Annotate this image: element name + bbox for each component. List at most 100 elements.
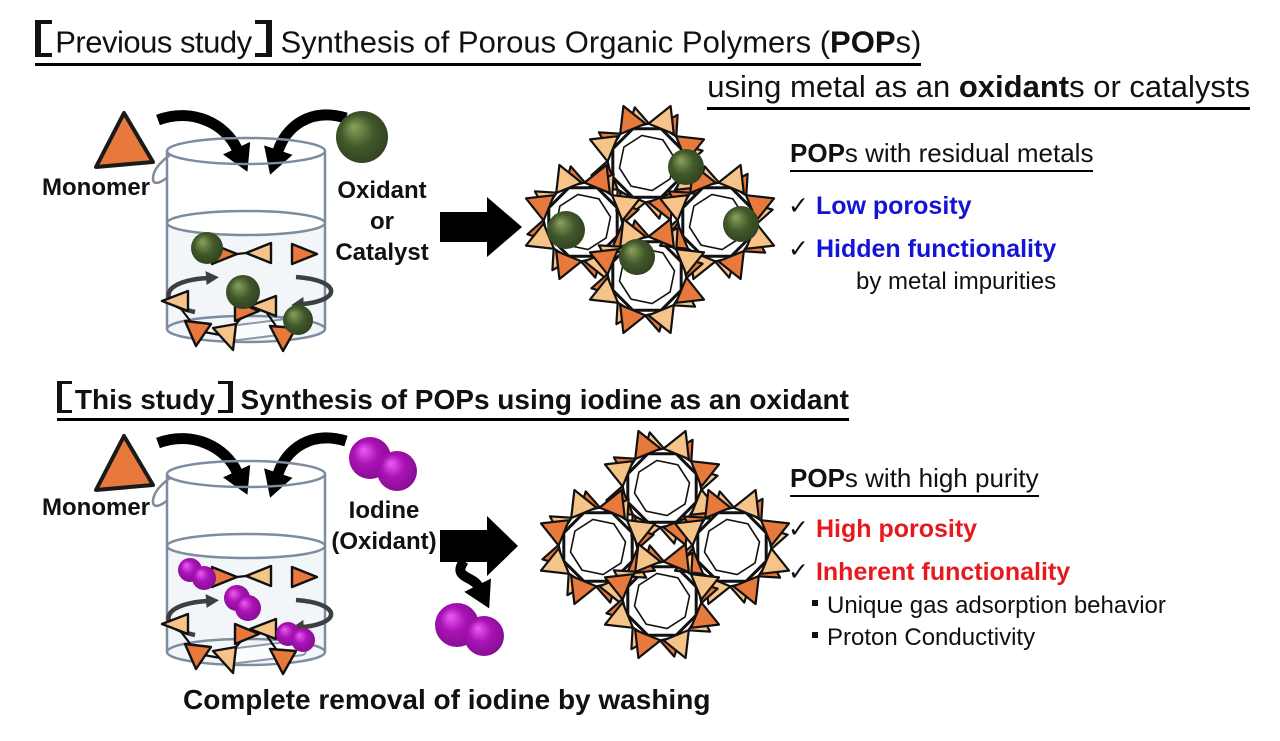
network-triangle-icon (704, 488, 732, 520)
title-text: Synthesis of Porous Organic Polymers ( (271, 24, 831, 60)
network-triangle-icon (662, 429, 690, 461)
title2-text: using metal as an (707, 69, 959, 104)
network-triangle-icon (732, 488, 760, 520)
network-triangle-icon (603, 601, 635, 629)
bullet-text: Hidden functionality (815, 235, 1057, 263)
network-triangle-icon (539, 547, 571, 575)
network-triangle-icon (732, 574, 760, 606)
check-icon: ✓ (788, 191, 809, 220)
network-triangle-icon (634, 628, 662, 660)
monomer-triangle-icon (160, 289, 190, 313)
trapped-metal-sphere-icon (547, 211, 585, 249)
network-triangle-icon (647, 104, 675, 136)
network-triangle-icon (570, 488, 598, 520)
bullet-text: High porosity (815, 515, 978, 543)
network-triangle-icon (610, 194, 642, 222)
check-icon: ✓ (788, 234, 809, 263)
network-triangle-icon (647, 303, 675, 335)
pop-network-high-purity (539, 429, 791, 660)
current-reaction-scene (94, 432, 518, 676)
bullet-text: Inherent functionality (815, 558, 1071, 586)
trapped-metal-sphere-icon (619, 239, 655, 275)
network-triangle-icon (619, 104, 647, 136)
title-text-end: s) (895, 24, 922, 60)
inlet-arrow-icon (156, 433, 251, 495)
title2-text-end: s or catalysts (1069, 69, 1250, 104)
network-triangle-icon (555, 249, 583, 281)
removed-iodine-icon (464, 616, 504, 656)
monomer-triangle-icon (94, 434, 155, 492)
heading-bold: POP (790, 463, 845, 493)
stir-arrow-icon (291, 597, 334, 634)
iodine-label: Iodine (Oxidant) (322, 495, 446, 557)
trapped-metal-sphere-icon (668, 149, 704, 185)
sub-bullet-text: Proton Conductivity (827, 624, 1036, 651)
network-triangle-icon (634, 542, 662, 574)
left-lenticular-bracket-icon (35, 20, 53, 57)
beaker-rim (165, 459, 327, 489)
previous-study-title: Previous study Synthesis of Porous Organ… (35, 20, 922, 66)
right-lenticular-bracket-icon (217, 381, 233, 413)
reagent-line: Catalyst (335, 239, 429, 266)
network-triangle-icon (759, 547, 791, 575)
trapped-metal-sphere-icon (723, 206, 759, 242)
network-triangle-icon (647, 217, 675, 249)
liquid-surface (165, 532, 327, 560)
network-triangle-icon (588, 248, 620, 276)
heading-rest: s with residual metals (844, 138, 1094, 168)
previous-results-heading: POPs with residual metals (790, 138, 1094, 172)
previous-study-bracket-label: Previous study (55, 24, 252, 60)
monomer-label: Monomer (42, 174, 150, 201)
monomer-triangle-icon (248, 617, 278, 641)
pore-ring-inner (633, 572, 691, 630)
pore-ring-inner (569, 518, 627, 576)
iodine-removal-arrow-icon (455, 558, 491, 609)
iodine-molecule-icon (291, 628, 315, 652)
check-icon: ✓ (788, 557, 809, 586)
monomer-triangle-icon (244, 241, 273, 265)
network-triangle-icon (588, 135, 620, 163)
network-triangle-icon (717, 249, 745, 281)
monomer-label: Monomer (42, 494, 150, 521)
iodine-molecule-icon (192, 566, 216, 590)
metal-sphere-icon (191, 232, 223, 264)
network-triangle-icon (570, 574, 598, 606)
right-lenticular-bracket-icon (254, 20, 272, 57)
pore-ring-inner (618, 134, 676, 192)
monomer-triangle-icon (211, 322, 238, 352)
heading-bold: POP (790, 138, 845, 168)
monomer-triangle-icon (290, 565, 319, 589)
network-triangle-icon (674, 276, 706, 304)
washing-caption: Complete removal of iodine by washing (183, 684, 711, 715)
left-lenticular-bracket-icon (57, 381, 73, 413)
current-bullet-row: ✓Inherent functionality (788, 557, 1070, 587)
this-study-title: This study Synthesis of POPs using iodin… (57, 381, 849, 422)
network-triangle-icon (658, 194, 690, 222)
network-triangle-icon (689, 460, 721, 488)
previous-reaction-scene (94, 109, 522, 353)
inlet-arrow-icon (264, 109, 348, 175)
reaction-arrow-icon (440, 197, 522, 257)
metal-sphere-icon (283, 305, 313, 335)
title2-bold-oxidant: oxidant (958, 69, 1070, 104)
sub-bullet-row: Unique gas adsorption behavior (812, 592, 1166, 620)
oxidant-sphere-icon (336, 111, 388, 163)
current-results-heading: POPs with high purity (790, 463, 1039, 497)
network-triangle-icon (759, 519, 791, 547)
reagent-line: Iodine (348, 497, 420, 524)
iodine-molecule-icon (235, 595, 261, 621)
beaker-spout (151, 153, 171, 185)
bullet-text: Low porosity (815, 192, 972, 220)
metal-impurities-note: by metal impurities (856, 268, 1057, 295)
previous-bullet-row: ✓Low porosity (788, 191, 972, 221)
this-study-title-text: Synthesis of POPs using iodine as an oxi… (232, 384, 849, 416)
reagent-line: or (370, 208, 394, 235)
pore-ring (626, 452, 698, 524)
network-triangle-icon (598, 488, 626, 520)
network-triangle-icon (689, 601, 721, 629)
oxidant-catalyst-label: Oxidant or Catalyst (326, 175, 438, 268)
check-icon: ✓ (788, 514, 809, 543)
square-dot-icon (812, 600, 818, 606)
network-triangle-icon (674, 135, 706, 163)
